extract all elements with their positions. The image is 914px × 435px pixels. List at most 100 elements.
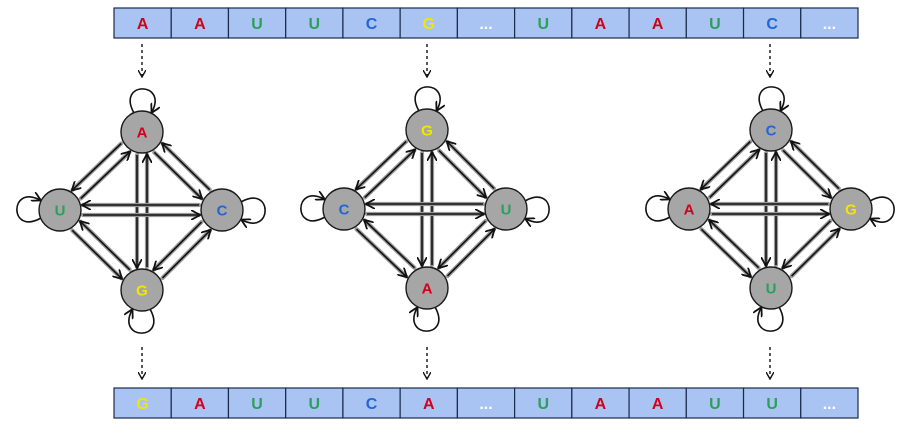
top-sequence-cell-label: C bbox=[366, 16, 378, 33]
self-loop-arrow bbox=[870, 196, 895, 222]
top-sequence-cell-label: A bbox=[595, 16, 607, 33]
transition-arrow bbox=[357, 140, 407, 189]
bottom-sequence-cell-label: ... bbox=[479, 396, 492, 413]
top-sequence-cell: U bbox=[285, 7, 344, 39]
bottom-sequence-cell-label: U bbox=[537, 396, 549, 413]
bottom-sequence-cell-label: ... bbox=[823, 396, 836, 413]
top-sequence-cell: C bbox=[342, 7, 401, 39]
bottom-sequence-cell-label: A bbox=[194, 396, 206, 413]
transition-arrow bbox=[73, 142, 122, 190]
node-label: A bbox=[137, 125, 148, 142]
node-label: C bbox=[766, 123, 777, 140]
transition-arrow bbox=[355, 228, 407, 276]
transition-arrow bbox=[700, 228, 750, 276]
node-top: A bbox=[120, 110, 164, 154]
top-sequence-cell: G bbox=[399, 7, 458, 39]
graph-edges bbox=[699, 139, 841, 279]
transition-arrow bbox=[80, 152, 130, 200]
node-label: C bbox=[339, 202, 350, 219]
dashed-arrows bbox=[142, 44, 770, 378]
top-sequence-cell-label: U bbox=[537, 16, 549, 33]
transition-arrow bbox=[792, 142, 840, 190]
transition-arrow bbox=[439, 220, 487, 267]
self-loop-arrow bbox=[129, 309, 155, 334]
graph-edges bbox=[70, 141, 213, 281]
self-loop-arrow bbox=[16, 197, 41, 223]
bottom-sequence-cell: U bbox=[514, 387, 573, 419]
top-sequence-cell: U bbox=[514, 7, 573, 39]
transition-arrow bbox=[153, 151, 201, 198]
top-sequence-cell-label: U bbox=[309, 16, 321, 33]
transition-arrow bbox=[438, 149, 485, 197]
top-sequence-cell: A bbox=[113, 7, 172, 39]
transition-arrow bbox=[710, 221, 760, 269]
top-sequence-cell-label: G bbox=[423, 16, 435, 33]
self-loop-arrow bbox=[758, 86, 784, 111]
node-label: U bbox=[55, 203, 66, 220]
bottom-sequence-cell-label: A bbox=[652, 396, 664, 413]
top-sequence-cell: ... bbox=[456, 7, 516, 39]
node-top: G bbox=[405, 108, 449, 152]
transition-arrow bbox=[782, 149, 830, 197]
transition-arrow bbox=[154, 221, 203, 269]
top-sequence-cell-label: A bbox=[194, 16, 206, 33]
bottom-sequence-cell: A bbox=[628, 387, 687, 419]
transition-arrow bbox=[161, 231, 210, 279]
top-sequence-cell-label: A bbox=[652, 16, 664, 33]
bottom-sequence-cell: ... bbox=[456, 387, 516, 419]
bottom-sequence-cell: C bbox=[342, 387, 401, 419]
self-loops bbox=[645, 86, 895, 332]
self-loop-arrow bbox=[414, 307, 440, 332]
top-sequence-cell: A bbox=[571, 7, 630, 39]
bottom-sequence-cell-label: U bbox=[766, 396, 778, 413]
graph-2: G A C U bbox=[300, 86, 550, 332]
top-sequence-cell: A bbox=[170, 7, 230, 39]
node-label: U bbox=[501, 202, 512, 219]
top-sequence-cell: U bbox=[685, 7, 745, 39]
self-loop-arrow bbox=[525, 196, 550, 222]
top-sequence-cell: U bbox=[227, 7, 287, 39]
self-loop-arrow bbox=[300, 196, 325, 222]
bottom-sequence-cell-label: U bbox=[309, 396, 321, 413]
transition-arrow bbox=[365, 221, 416, 269]
node-label: G bbox=[845, 202, 857, 219]
node-bottom: G bbox=[120, 268, 164, 312]
bottom-sequence-cell-label: U bbox=[709, 396, 721, 413]
bottom-sequence-cell: A bbox=[399, 387, 458, 419]
node-label: G bbox=[136, 283, 148, 300]
graph-nodes: G A C U bbox=[322, 108, 528, 310]
transition-arrow bbox=[709, 150, 759, 198]
transition-arrow bbox=[783, 220, 831, 268]
top-sequence-cell: ... bbox=[800, 7, 859, 39]
bottom-sequence-cell-label: G bbox=[136, 396, 148, 413]
bottom-sequence-cell: U bbox=[285, 387, 344, 419]
top-sequence-cell: C bbox=[742, 7, 802, 39]
transition-arrow bbox=[791, 229, 839, 277]
bottom-sequence-cell: U bbox=[685, 387, 745, 419]
graph-edges bbox=[354, 139, 497, 279]
transition-arrow bbox=[81, 222, 131, 271]
bottom-sequence-cell-label: A bbox=[423, 396, 435, 413]
top-sequence-cell-label: ... bbox=[479, 16, 492, 33]
self-loops bbox=[16, 88, 266, 334]
top-sequence-cell-label: A bbox=[137, 16, 149, 33]
bottom-sequence-cell: A bbox=[571, 387, 630, 419]
bottom-sequence-cell: U bbox=[742, 387, 802, 419]
bottom-sequence-cell: G bbox=[113, 387, 172, 419]
transition-arrow bbox=[364, 150, 415, 199]
transition-arrow bbox=[71, 229, 121, 278]
top-sequence-cell-label: U bbox=[251, 16, 263, 33]
node-right: G bbox=[829, 187, 873, 231]
node-right: U bbox=[484, 187, 528, 231]
node-left: A bbox=[667, 187, 711, 231]
self-loop-arrow bbox=[241, 197, 266, 223]
self-loop-arrow bbox=[758, 307, 784, 332]
node-label: A bbox=[422, 281, 433, 298]
self-loop-arrow bbox=[414, 86, 440, 111]
